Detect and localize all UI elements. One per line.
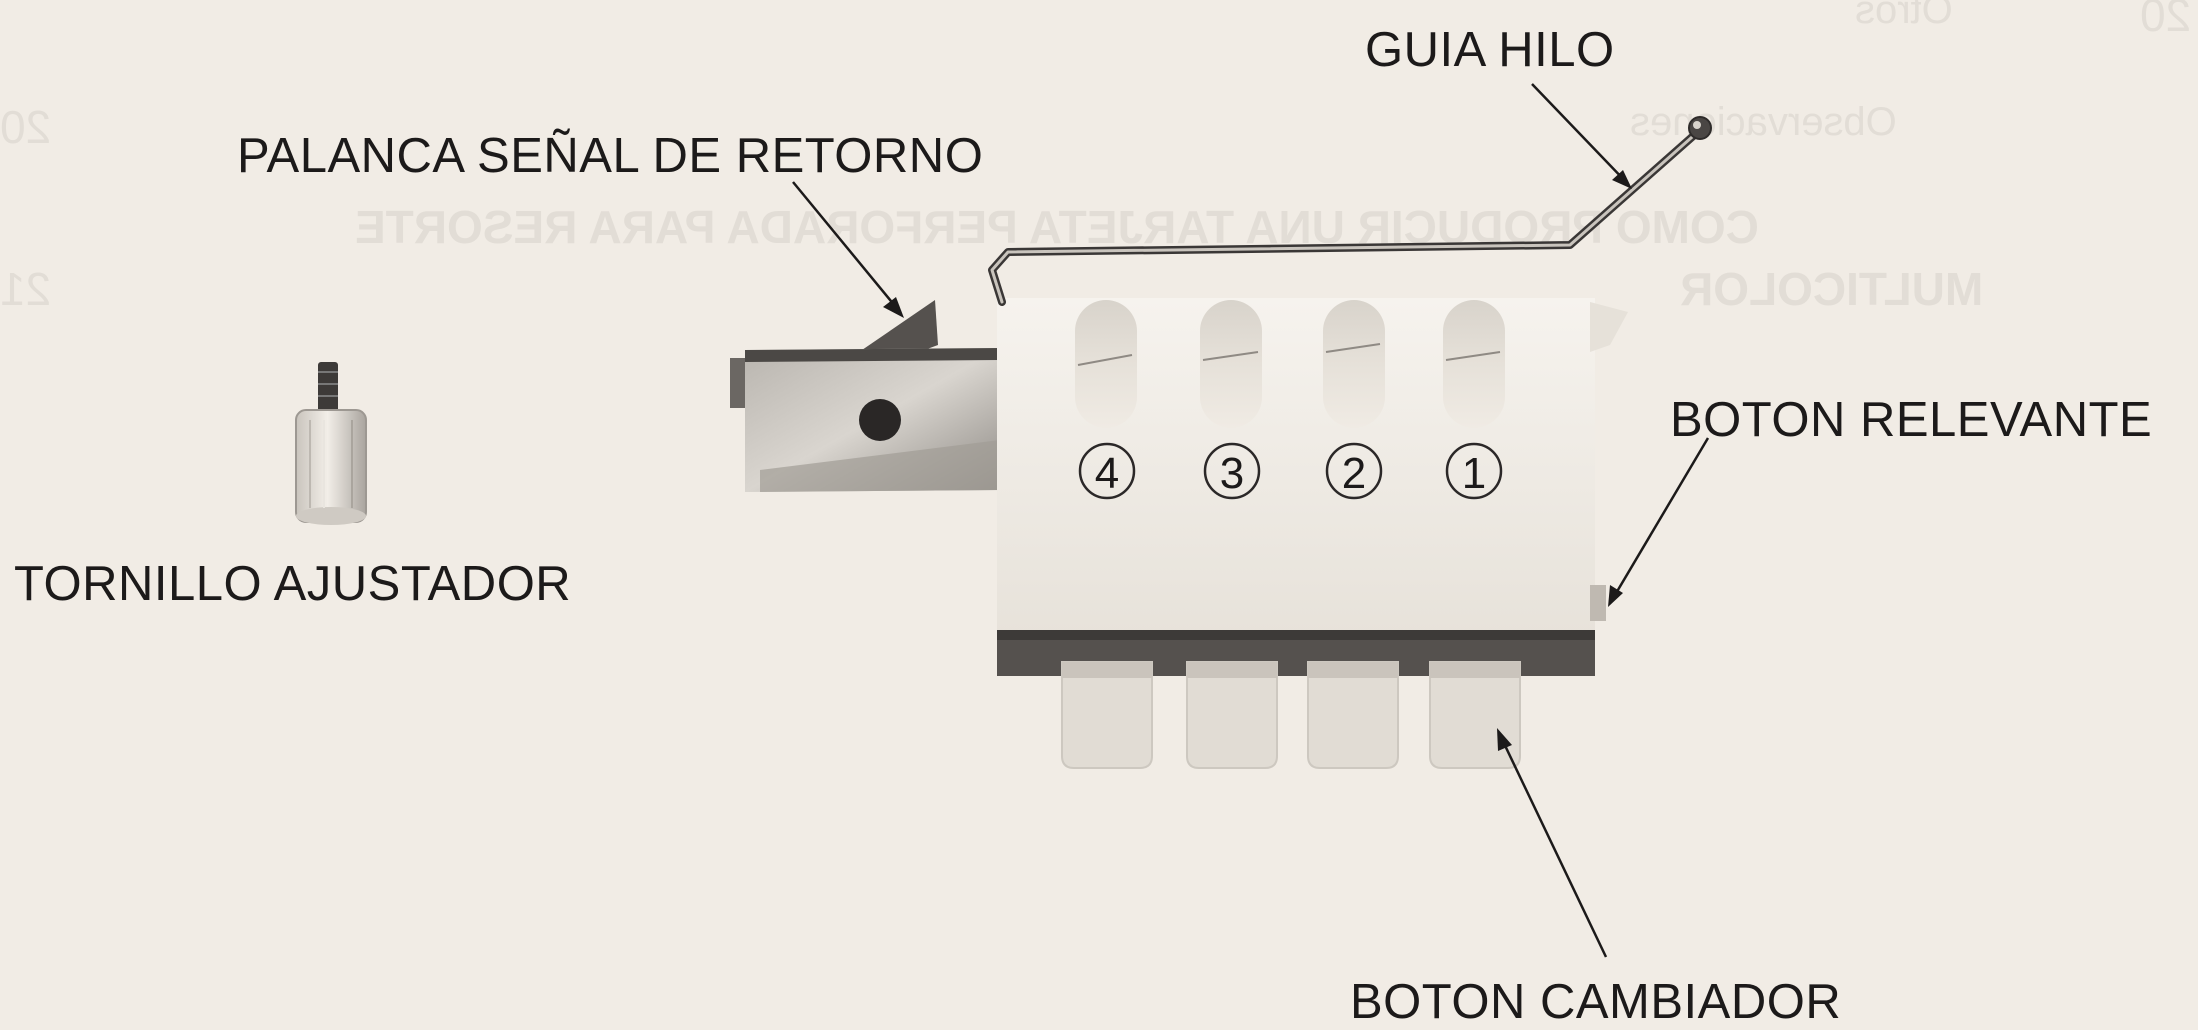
leader-lines (792, 83, 1710, 958)
leader-arrowheads (883, 170, 1632, 751)
adjusting-screw (295, 362, 367, 525)
label-boton-relevante: BOTON RELEVANTE (1670, 393, 2153, 447)
slot-number-4: 4 (1095, 449, 1119, 498)
leader-boton-relevante (1610, 437, 1710, 601)
raising-button-nub (1590, 585, 1606, 621)
label-tornillo-ajustador: TORNILLO AJUSTADOR (14, 557, 572, 611)
slot-recesses (1075, 300, 1505, 428)
slot-number-circles: 4 3 2 1 (1078, 442, 1503, 500)
changer-buttons (1061, 661, 1521, 769)
slot-number-3: 3 (1220, 449, 1244, 498)
thread-guide-wire (988, 116, 1712, 306)
label-guia-hilo: GUIA HILO (1365, 23, 1615, 77)
label-boton-cambiador: BOTON CAMBIADOR (1350, 975, 1842, 1029)
leader-palanca (792, 181, 901, 313)
slot-number-1: 1 (1462, 449, 1486, 498)
leader-boton-cambiador (1498, 734, 1608, 958)
leader-guia-hilo (1531, 83, 1629, 185)
label-palanca-senal-de-retorno: PALANCA SEÑAL DE RETORNO (237, 129, 984, 183)
return-signal-lever (730, 300, 1000, 492)
slot-number-2: 2 (1342, 449, 1366, 498)
